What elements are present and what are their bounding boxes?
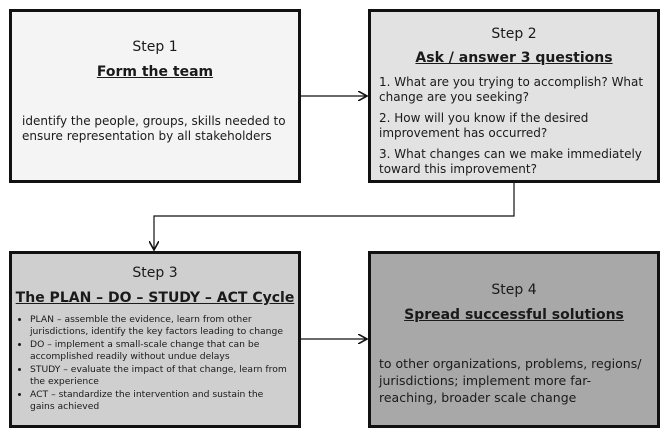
step-1-label: Step 1: [132, 39, 178, 55]
pdsa-plan-item: PLAN – assemble the evidence, learn from…: [30, 314, 290, 338]
step-4-description: to other organizations, problems, region…: [379, 356, 642, 405]
pdsa-bullet-list: PLAN – assemble the evidence, learn from…: [19, 314, 290, 414]
step-2-box: Step 2 Ask / answer 3 questions 1. What …: [368, 9, 660, 183]
step-1-box: Step 1 Form the team identify the people…: [9, 9, 301, 183]
step-1-title: Form the team: [96, 64, 214, 80]
step-4-title: Spread successful solutions: [404, 307, 624, 323]
question-2: 2. How will you know if the desired impr…: [379, 111, 589, 140]
pdsa-study-item: STUDY – evaluate the impact of that chan…: [30, 364, 290, 388]
pdsa-act-item: ACT – standardize the intervention and s…: [30, 389, 290, 413]
pdsa-do-item: DO – implement a small-scale change that…: [30, 339, 290, 363]
step-2-title: Ask / answer 3 questions: [415, 50, 613, 66]
step-2-label: Step 2: [491, 26, 537, 42]
step-2-questions: 1. What are you trying to accomplish? Wh…: [379, 75, 649, 177]
step-4-label: Step 4: [491, 282, 537, 298]
question-3: 3. What changes can we make immediately …: [379, 147, 642, 176]
step-3-label: Step 3: [132, 265, 178, 281]
step-1-description: identify the people, groups, skills need…: [22, 114, 286, 143]
step-4-box: Step 4 Spread successful solutions to ot…: [368, 251, 660, 428]
step-3-box: Step 3 The PLAN – DO – STUDY – ACT Cycle…: [9, 251, 301, 428]
step-3-title: The PLAN – DO – STUDY – ACT Cycle: [15, 290, 295, 306]
question-1: 1. What are you trying to accomplish? Wh…: [379, 75, 644, 104]
arrow-step2-to-step3: [154, 183, 515, 249]
